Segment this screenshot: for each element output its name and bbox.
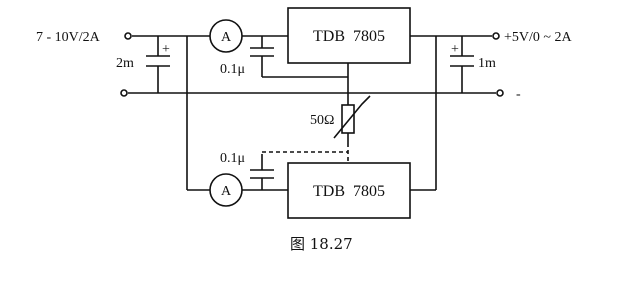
ammeter-bottom: A [209,173,243,207]
ammeter-top-label: A [221,30,232,45]
regulator-top: TDB 7805 [287,7,411,64]
terminals [120,32,504,97]
wires [128,35,496,191]
input-label: 7 - 10V/2A [36,30,101,45]
capacitor-bottom-small [250,158,274,179]
capacitor-top-small [250,47,274,57]
cap-output-plus: + [451,42,459,57]
cap-output-label: 1m [478,56,496,71]
input-terminal-bottom [120,89,128,97]
resistor-label: 50Ω [310,113,334,128]
cap-top-label: 0.1μ [220,62,245,77]
cap-input-plus: + [162,42,170,57]
ammeter-bottom-label: A [221,184,232,199]
capacitor-output [450,55,474,67]
regulator-bottom-label: TDB 7805 [313,183,385,200]
ammeter-top: A [209,19,243,53]
figure-caption: 图 18.27 [290,235,353,253]
capacitor-input [146,55,170,67]
regulator-bottom: TDB 7805 [287,162,411,219]
output-terminal-top [492,32,500,40]
output-terminal-bottom [496,89,504,97]
output-label: +5V/0 ~ 2A [504,30,572,45]
regulator-top-label: TDB 7805 [313,28,385,45]
minus-label: - [516,87,521,102]
cap-input-label: 2m [116,56,134,71]
cap-bottom-label: 0.1μ [220,151,245,166]
resistor-50-ohm [333,95,371,139]
input-terminal-top [124,32,132,40]
